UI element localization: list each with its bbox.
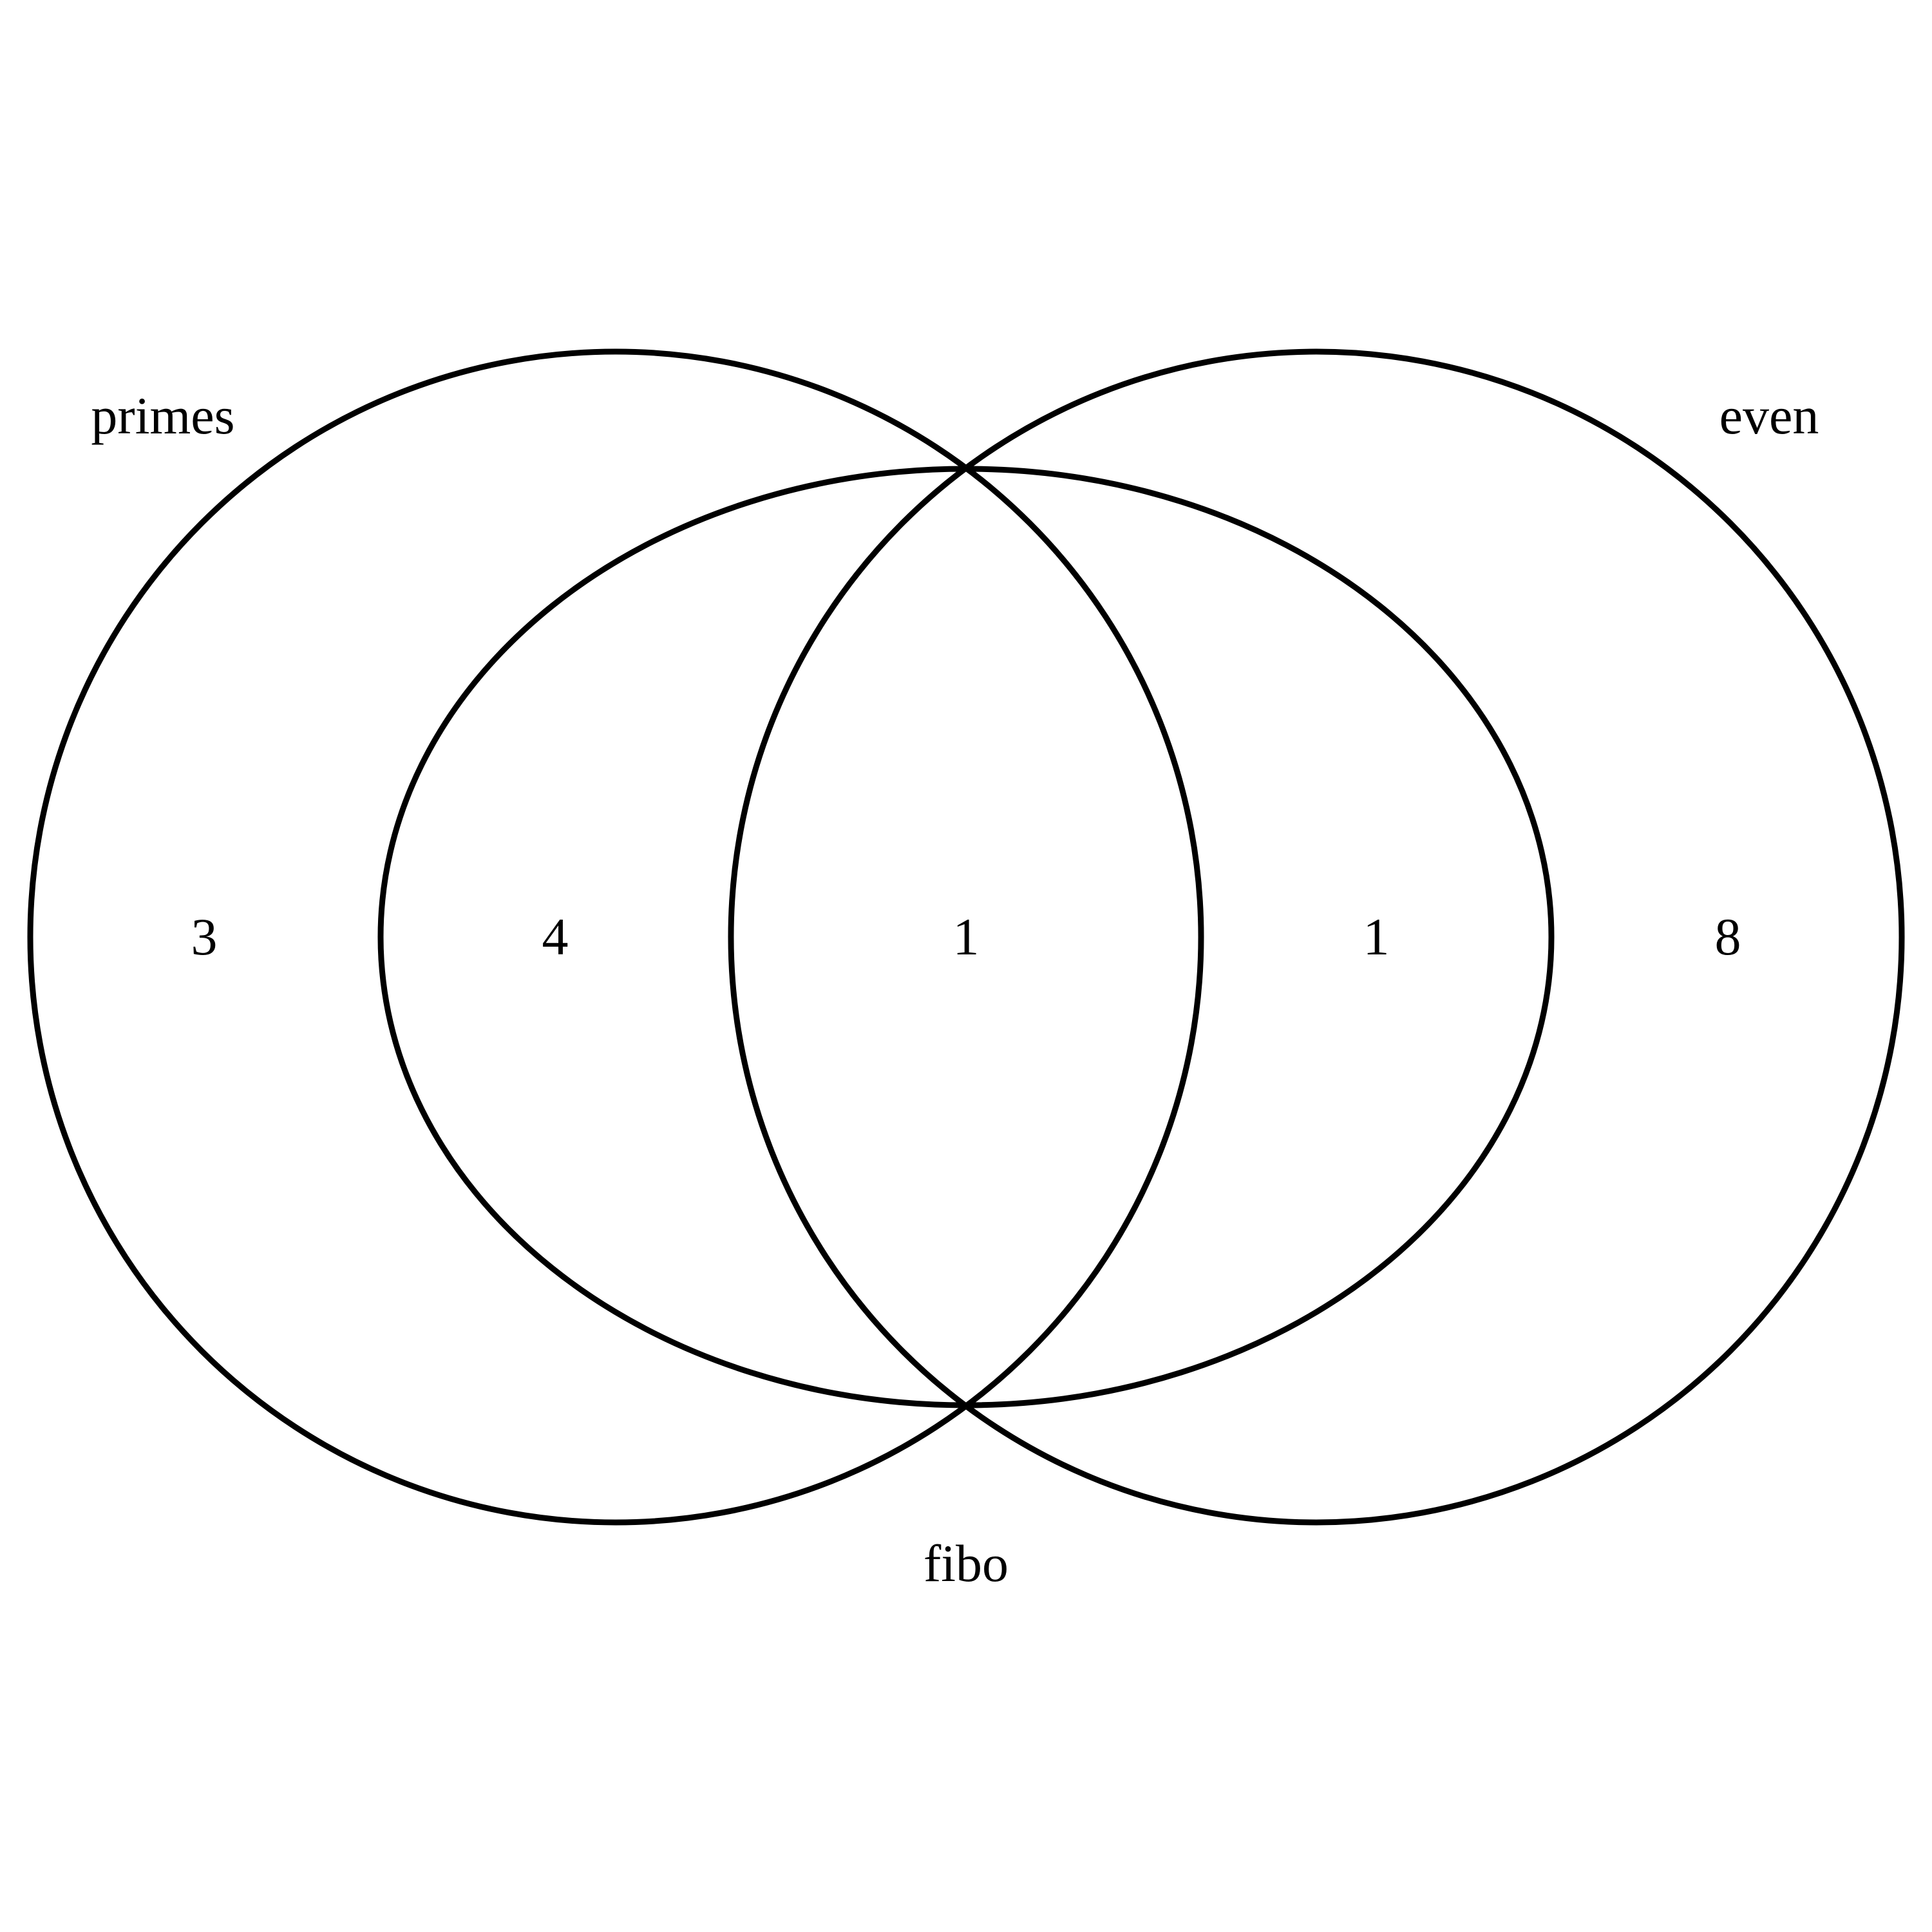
region-count-even-only: 8 (1715, 907, 1741, 966)
set-primes-circle (27, 348, 1204, 1526)
set-fibo-ellipse (377, 466, 1555, 1408)
region-count-primes-only: 3 (191, 907, 218, 966)
region-count-all-three: 1 (953, 907, 980, 966)
set-label-even: even (1719, 386, 1819, 445)
region-count-primes-fibo: 4 (542, 907, 569, 966)
set-even-circle (728, 348, 1905, 1526)
set-label-fibo: fibo (923, 1534, 1009, 1593)
set-label-primes: primes (91, 386, 234, 445)
region-count-even-fibo: 1 (1363, 907, 1390, 966)
